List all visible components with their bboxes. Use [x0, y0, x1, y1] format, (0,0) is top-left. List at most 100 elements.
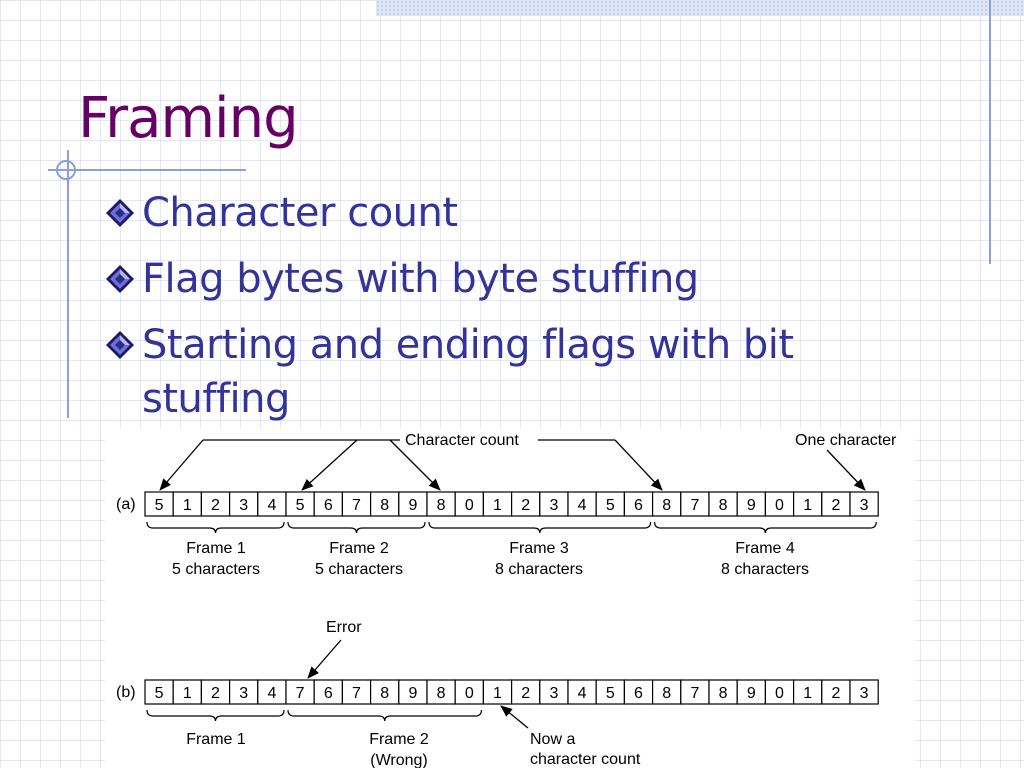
row-a-cell-value: 0 [775, 497, 784, 514]
row-a-cell-value: 1 [183, 497, 192, 514]
row-a-cell-value: 7 [690, 497, 699, 514]
row-b-cell-value: 5 [155, 685, 164, 702]
bullet-text: Character count [142, 190, 458, 236]
row-a-cell-value: 5 [296, 497, 305, 514]
row-b-cell-value: 0 [465, 685, 474, 702]
frame1-brace [146, 521, 285, 534]
arrow-now-count [500, 705, 529, 729]
row-b-cell [849, 679, 879, 705]
row-b-cell [792, 679, 823, 705]
row-b-cell-value: 8 [719, 685, 728, 702]
arrow-one-character [826, 449, 866, 491]
arrow-frame3 [389, 439, 441, 491]
row-a-cell-value: 4 [578, 497, 587, 514]
bullet-text: Flag bytes with byte stuffing [142, 256, 699, 302]
row-a-label: (a) [116, 496, 136, 513]
frame-desc-a4: 8 characters [721, 561, 809, 578]
frame-label-b2: Frame 2 [369, 731, 429, 748]
character-count-label: Character count [405, 432, 519, 449]
row-b-cell [482, 679, 513, 705]
row-b-cell-value: 5 [606, 685, 615, 702]
row-b-cell [623, 679, 654, 705]
row-b-cell [398, 679, 428, 705]
frame-label-b1: Frame 1 [186, 731, 246, 748]
frame-label-a1: Frame 1 [186, 540, 246, 557]
row-a-cell-value: 9 [747, 497, 756, 514]
row-b-cell-value: 4 [267, 685, 276, 702]
row-b-cell [341, 679, 372, 705]
crosshair-icon [56, 160, 76, 180]
row-b-cell [228, 679, 259, 705]
frame-label-a3: Frame 3 [509, 540, 569, 557]
row-b-cell-value: 8 [437, 685, 446, 702]
row-a-cell [172, 491, 202, 517]
row-b-cell-value: 6 [324, 685, 333, 702]
frame2-brace [287, 521, 426, 534]
row-a-cell-value: 7 [352, 497, 361, 514]
row-a-cell [511, 491, 541, 517]
row-a-cell-value: 8 [719, 497, 728, 514]
frame-desc-a2: 5 characters [315, 561, 403, 578]
row-a-cell [257, 491, 287, 517]
frame4-brace [654, 521, 877, 534]
row-b-cell [651, 679, 682, 705]
row-a-cell [708, 491, 738, 517]
arrow-frame4 [614, 439, 663, 491]
row-a-cell [736, 491, 767, 517]
frame-desc-a1: 5 characters [172, 561, 260, 578]
row-b-label: (b) [116, 684, 136, 701]
bullet-text: Starting and ending flags with bit stuff… [142, 322, 794, 422]
row-b-cell [595, 679, 626, 705]
now-a-label: Now a [530, 731, 575, 748]
row-b-cell-value: 3 [549, 685, 558, 702]
row-a-cell-value: 6 [634, 497, 643, 514]
row-b-cell [454, 679, 485, 705]
row-b-cell-value: 3 [239, 685, 248, 702]
row-b-cell [426, 679, 456, 705]
row-a-cell-value: 3 [860, 497, 869, 514]
title-underline [48, 169, 246, 171]
row-b-cell-value: 2 [521, 685, 530, 702]
row-a-cell [539, 491, 569, 517]
row-a-cell [482, 491, 513, 517]
row-a-cell-value: 2 [831, 497, 840, 514]
row-b-cell-value: 2 [211, 685, 220, 702]
row-b-cell-value: 4 [578, 685, 587, 702]
row-a-cell-value: 3 [549, 497, 558, 514]
diamond-bullet-icon [106, 265, 134, 293]
right-accent-line [989, 0, 991, 264]
top-decorative-band [376, 0, 1024, 16]
row-a-cell [285, 491, 315, 517]
arrow-error [307, 639, 342, 679]
row-b-cell-value: 6 [634, 685, 643, 702]
bullet-list: Character count Flag bytes with byte stu… [104, 186, 864, 438]
row-b-braces [146, 709, 482, 722]
row-a-cell-value: 5 [606, 497, 615, 514]
one-character-label: One character [795, 432, 897, 449]
framing-figure: Character count One character (a) (b) 5 1… [105, 428, 915, 768]
arrow-frame2 [301, 439, 358, 491]
row-a-cell [595, 491, 626, 517]
row-b-cell-value: 2 [831, 685, 840, 702]
row-b-cell-value: 7 [690, 685, 699, 702]
bullet-item: Character count [104, 186, 864, 240]
character-count-note: character count [530, 751, 641, 768]
bullet-item: Flag bytes with byte stuffing [104, 252, 864, 306]
row-a-cell [200, 491, 231, 517]
row-b-cell-value: 0 [775, 685, 784, 702]
left-accent-line [67, 150, 69, 418]
row-a-cell [821, 491, 851, 517]
frame-label-a4: Frame 4 [735, 540, 795, 557]
row-a-cell-value: 9 [408, 497, 417, 514]
row-b-cell [764, 679, 795, 705]
row-b-cell [680, 679, 710, 705]
row-a-cell [228, 491, 259, 517]
row-b-cell-value: 7 [352, 685, 361, 702]
error-label: Error [326, 619, 362, 636]
row-b-cell-value: 8 [662, 685, 671, 702]
row-a-cell [567, 491, 597, 517]
row-b-cell [539, 679, 569, 705]
row-a-cell-value: 8 [380, 497, 389, 514]
row-a-cell [849, 491, 879, 517]
